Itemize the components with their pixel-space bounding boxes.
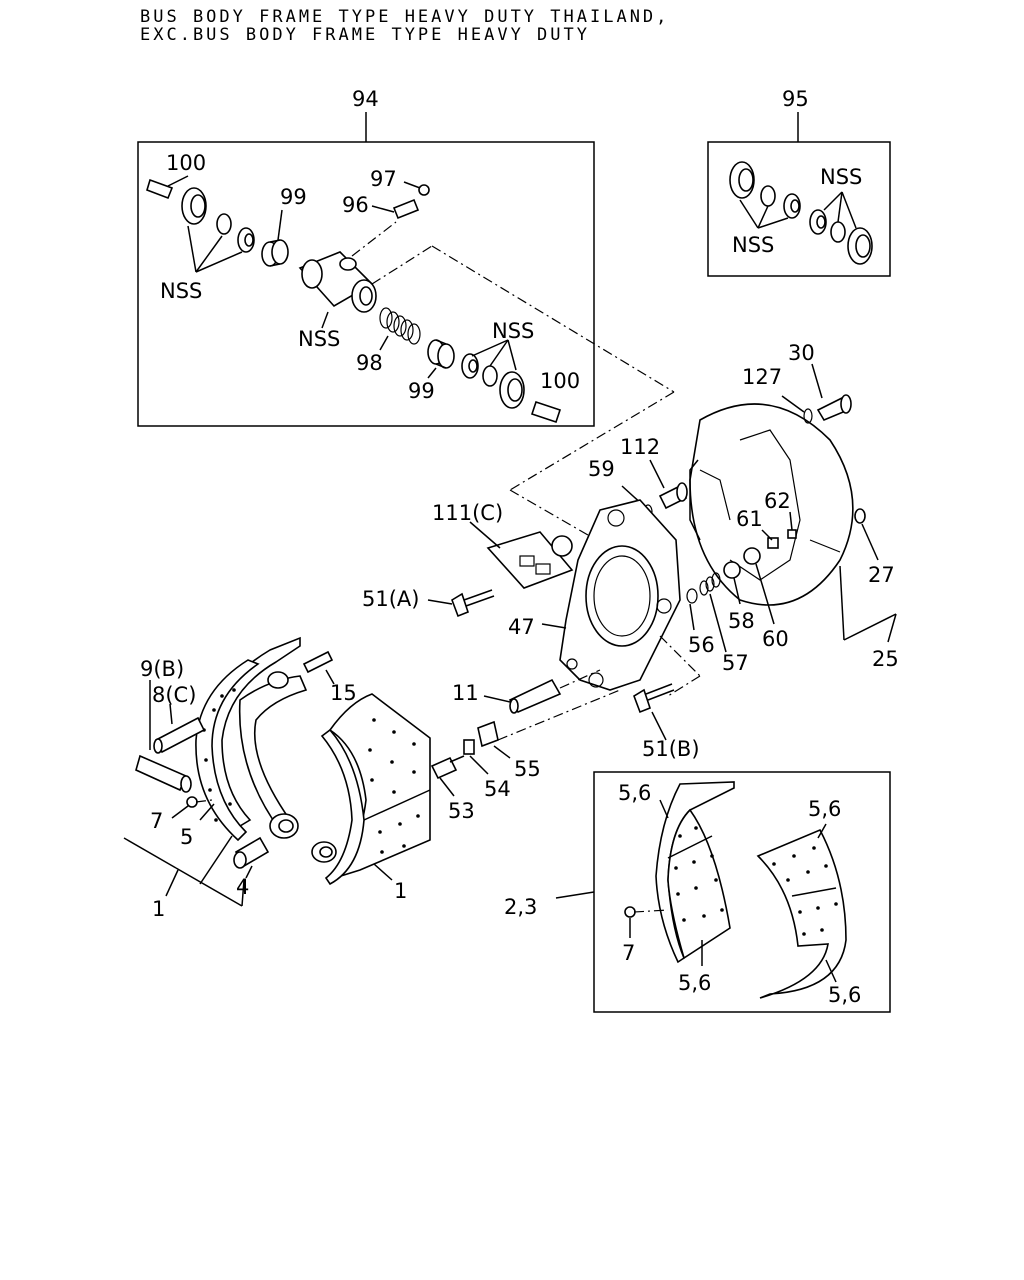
- cylinder-body: [298, 251, 377, 313]
- label-127: 127: [742, 365, 782, 389]
- clip-55: [477, 720, 499, 748]
- label-nss-5: NSS: [820, 165, 862, 189]
- label-56: 56: [688, 633, 715, 657]
- push-rod-100-bottom: [530, 400, 562, 424]
- label-94: 94: [352, 87, 379, 111]
- lining-kit-group: 2,3 5,6 7 5,6 5,6 5,6: [504, 771, 891, 1013]
- bushing-4: [233, 836, 270, 869]
- label-98: 98: [356, 351, 383, 375]
- rivet-7: [186, 796, 198, 808]
- lining-kit-box: [593, 771, 891, 1013]
- piston-99-top: [261, 239, 289, 267]
- pin-15: [302, 650, 334, 674]
- bolt-51a: [451, 589, 495, 618]
- clip-62: [787, 529, 797, 539]
- label-51a: 51(A): [362, 587, 419, 611]
- pin-9b: [135, 754, 192, 793]
- bushing-60: [743, 547, 761, 565]
- label-99-top: 99: [280, 185, 307, 209]
- label-7-left: 7: [150, 809, 163, 833]
- label-7-box: 7: [622, 941, 635, 965]
- label-4: 4: [236, 875, 249, 899]
- anchor-pin-11: [508, 678, 562, 714]
- bleeder-screw-96: [371, 198, 420, 220]
- dust-shield-25: [689, 403, 854, 606]
- label-99-bottom: 99: [408, 379, 435, 403]
- wheel-cylinder-kit-group: 94 100 NSS 99 96: [137, 87, 595, 427]
- push-rod-100-top: [146, 175, 189, 200]
- label-57: 57: [722, 651, 749, 675]
- label-5: 5: [180, 825, 193, 849]
- label-54: 54: [484, 777, 511, 801]
- rivet-7-box: [624, 906, 636, 918]
- shim-plate-111c: [486, 531, 574, 589]
- pin-8c: [153, 716, 206, 754]
- header-line-1: BUS BODY FRAME TYPE HEAVY DUTY THAILAND,: [140, 7, 669, 27]
- ring-top: [216, 213, 232, 235]
- label-53: 53: [448, 799, 475, 823]
- label-62: 62: [764, 489, 791, 513]
- label-nss-2: NSS: [298, 327, 340, 351]
- label-61: 61: [736, 507, 763, 531]
- label-5-6-a: 5,6: [618, 781, 651, 805]
- label-96: 96: [342, 193, 369, 217]
- bolt-51b: [633, 683, 675, 714]
- label-51b: 51(B): [642, 737, 700, 761]
- label-1-left: 1: [152, 897, 165, 921]
- brake-shoe-rear: [195, 636, 308, 842]
- label-97: 97: [370, 167, 397, 191]
- label-nss-4: NSS: [732, 233, 774, 257]
- washer-54: [463, 739, 475, 755]
- label-1-right: 1: [394, 879, 407, 903]
- bleeder-cap-97: [418, 184, 430, 196]
- label-nss-3: NSS: [492, 319, 534, 343]
- washer-127: [803, 408, 813, 424]
- label-8c: 8(C): [152, 683, 196, 707]
- label-9b: 9(B): [140, 657, 184, 681]
- label-5-6-c: 5,6: [678, 971, 711, 995]
- label-2-3: 2,3: [504, 895, 537, 919]
- label-11: 11: [452, 681, 479, 705]
- label-nss-1: NSS: [160, 279, 202, 303]
- label-112: 112: [620, 435, 660, 459]
- label-30: 30: [788, 341, 815, 365]
- plug-27: [854, 508, 866, 524]
- washer-58: [723, 561, 741, 579]
- label-55: 55: [514, 757, 541, 781]
- backing-plate-47: [559, 499, 681, 691]
- piston-99-bottom: [427, 339, 455, 369]
- label-27: 27: [868, 563, 895, 587]
- bolt-53: [430, 755, 465, 780]
- label-100-top: 100: [166, 151, 206, 175]
- label-25: 25: [872, 647, 899, 671]
- spring-57: [699, 572, 721, 596]
- spring-98: [379, 307, 421, 345]
- label-59: 59: [588, 457, 615, 481]
- nut-61: [767, 537, 779, 549]
- label-15: 15: [330, 681, 357, 705]
- ring-bottom: [482, 365, 498, 387]
- bolt-30: [816, 394, 852, 422]
- label-5-6-b: 5,6: [808, 797, 841, 821]
- header-line-2: EXC.BUS BODY FRAME TYPE HEAVY DUTY: [140, 25, 590, 45]
- repair-kit-group: 95 NSS NSS: [707, 87, 891, 277]
- brake-shoe-front: [311, 693, 431, 886]
- label-47: 47: [508, 615, 535, 639]
- label-100-bottom: 100: [540, 369, 580, 393]
- washer-56: [686, 588, 698, 604]
- label-58: 58: [728, 609, 755, 633]
- label-5-6-d: 5,6: [828, 983, 861, 1007]
- label-95: 95: [782, 87, 809, 111]
- label-111c: 111(C): [432, 501, 503, 525]
- bolt-112: [658, 482, 688, 510]
- label-60: 60: [762, 627, 789, 651]
- kit-95-box: [707, 141, 891, 277]
